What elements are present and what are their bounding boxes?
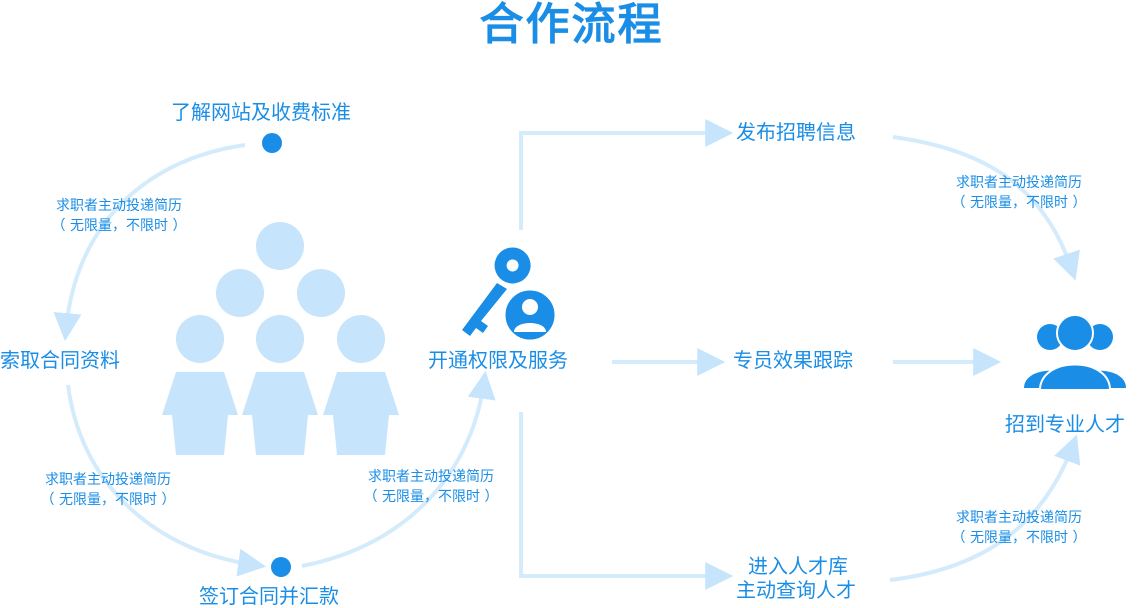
- note-line-2: （ 无限量，不限时 ）: [40, 492, 176, 508]
- step-request-label: 索取合同资料: [0, 348, 120, 372]
- step-publish-label: 发布招聘信息: [736, 120, 856, 144]
- arc-right-bottom: [889, 434, 1081, 582]
- key-user-icon: [462, 247, 558, 343]
- note-line-1: 求职者主动投递简历: [56, 198, 182, 214]
- step-understand-label: 了解网站及收费标准: [171, 100, 351, 124]
- note-top-left: 求职者主动投递简历 （ 无限量，不限时 ）: [52, 196, 187, 236]
- arc-top-left: [53, 143, 246, 342]
- note-bottom-middle: 求职者主动投递简历 （ 无限量，不限时 ）: [364, 467, 499, 507]
- note-line-1: 求职者主动投递简历: [956, 510, 1082, 526]
- note-line-1: 求职者主动投递简历: [956, 175, 1082, 191]
- dot-top: [262, 133, 282, 153]
- note-line-2: （ 无限量，不限时 ）: [951, 530, 1087, 546]
- note-line-2: （ 无限量，不限时 ）: [51, 218, 187, 234]
- branch-top: [519, 119, 734, 230]
- note-line-2: （ 无限量，不限时 ）: [363, 489, 499, 505]
- arc-right-top: [892, 135, 1080, 281]
- step-result-label: 招到专业人才: [1005, 412, 1125, 436]
- step-library-label-1: 进入人才库: [748, 554, 848, 578]
- note-line-1: 求职者主动投递简历: [45, 472, 171, 488]
- note-line-2: （ 无限量，不限时 ）: [951, 195, 1087, 211]
- note-bottom-right: 求职者主动投递简历 （ 无限量，不限时 ）: [952, 508, 1087, 548]
- note-top-right: 求职者主动投递简历 （ 无限量，不限时 ）: [952, 173, 1087, 213]
- users-group-icon: [1024, 314, 1126, 391]
- step-open-label: 开通权限及服务: [428, 348, 568, 372]
- page-title: 合作流程: [479, 0, 664, 50]
- arc-bottom-right: [301, 370, 496, 568]
- step-sign-label: 签订合同并汇款: [199, 584, 339, 608]
- people-group-icon: [162, 222, 399, 455]
- arc-bottom-left: [66, 384, 267, 577]
- branch-bottom: [519, 412, 734, 590]
- dot-bottom: [271, 557, 291, 577]
- step-track-label: 专员效果跟踪: [733, 348, 853, 372]
- note-bottom-left: 求职者主动投递简历 （ 无限量，不限时 ）: [41, 470, 176, 510]
- step-library-label-2: 主动查询人才: [736, 578, 856, 602]
- note-line-1: 求职者主动投递简历: [368, 469, 494, 485]
